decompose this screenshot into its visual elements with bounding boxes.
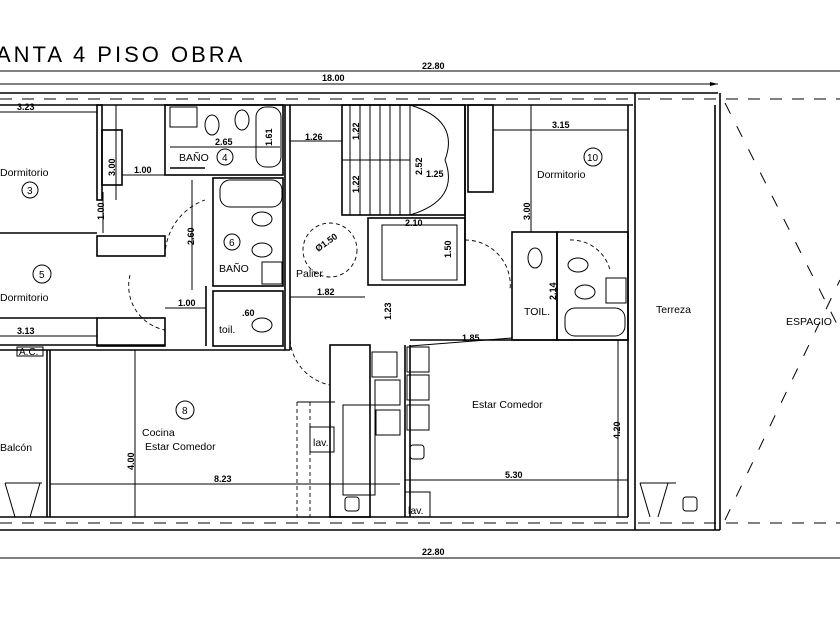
dim-3-00-left: 3.00 (107, 158, 117, 176)
plan-title: ANTA 4 PISO OBRA (0, 42, 245, 67)
room-terraza-label: Terreza (656, 304, 691, 316)
room-cocina-estar-label: Estar Comedor (145, 441, 216, 453)
room-balcon-label: Balcón (0, 442, 32, 454)
dim-3-23: 3.23 (17, 102, 35, 112)
dim-1-00-b: 1.00 (96, 202, 106, 220)
overall-dimensions: 22.80 18.00 22.80 (0, 61, 840, 559)
dim-2-65: 2.65 (215, 137, 233, 147)
room-toil-left-label: toil. (219, 324, 235, 336)
sink-icon (406, 374, 430, 401)
lav-left-label: lav. (313, 437, 329, 449)
sink-icon (374, 379, 401, 406)
turning-circle (302, 222, 358, 278)
room-estar-right-label: Estar Comedor (472, 399, 543, 411)
room-palier-label: Palier (296, 268, 323, 280)
sink-icon (261, 261, 283, 285)
toilet-icon (527, 247, 543, 269)
interior-walls (0, 102, 840, 521)
lav-right-label: lav. (408, 505, 424, 517)
room-cocina-label: Cocina (142, 427, 175, 439)
dimension-annotations: 3.23 3.13 2.65 1.61 3.00 1.00 1.00 2.60 … (0, 102, 628, 517)
fridge-icon (406, 346, 430, 373)
dim-building: 18.00 (322, 73, 345, 83)
dim-1-00-c: 1.00 (178, 298, 196, 308)
dim-1-26: 1.26 (305, 132, 323, 142)
dim-0-60: .60 (242, 308, 255, 318)
room-dorm3-label: Dormitorio (0, 167, 49, 179)
room-dorm10-number: 10 (587, 153, 599, 164)
dim-1-50: 1.50 (443, 240, 453, 258)
heater-icon (682, 496, 698, 512)
toilet-icon (251, 211, 273, 227)
room-dorm3-number: 3 (27, 186, 33, 197)
dim-1-25: 1.25 (426, 169, 444, 179)
dim-1-61: 1.61 (264, 128, 274, 146)
dim-2-60: 2.60 (186, 227, 196, 245)
room-dorm5-number: 5 (39, 270, 45, 281)
bidet-icon (234, 109, 250, 131)
room-bano4-number: 4 (222, 153, 228, 164)
dim-4-00: 4.00 (126, 452, 136, 470)
sink-icon (605, 277, 627, 304)
stove-icon (406, 404, 430, 431)
toilet-icon (204, 114, 220, 136)
dim-2-52: 2.52 (414, 157, 424, 175)
dim-1-22-a: 1.22 (351, 122, 361, 140)
sink-icon (169, 106, 198, 128)
stair-steps (342, 104, 449, 216)
dim-2-14: 2.14 (548, 282, 558, 300)
dim-1-85: 1.85 (462, 333, 480, 343)
fixtures (16, 106, 698, 518)
toilet-icon (574, 284, 596, 300)
room-bano6-label: BAÑO (219, 262, 249, 275)
room-toil-right-label: TOIL. (524, 306, 550, 318)
stove-icon (375, 409, 401, 436)
dim-3-15: 3.15 (552, 120, 570, 130)
heater-icon (409, 444, 425, 460)
dim-3-13: 3.13 (17, 326, 35, 336)
bathtub-icon (564, 307, 626, 337)
dim-total-bottom: 22.80 (422, 547, 445, 557)
heater-icon (344, 496, 360, 512)
bathtub-icon (219, 179, 283, 208)
dim-4-20: 4.20 (612, 421, 622, 439)
dim-1-23: 1.23 (383, 302, 393, 320)
bidet-icon (251, 242, 273, 258)
room-dorm10-label: Dormitorio (537, 169, 586, 181)
bathtub-icon (255, 106, 282, 168)
room-dorm5-label: Dormitorio (0, 292, 49, 304)
dim-8-23: 8.23 (214, 474, 232, 484)
outer-walls (0, 92, 840, 531)
dim-1-22-b: 1.22 (351, 175, 361, 193)
toilet-icon (251, 317, 273, 333)
fridge-icon (371, 351, 398, 378)
dim-2-10: 2.10 (405, 218, 423, 228)
bidet-icon (567, 257, 589, 273)
dim-3-00-right: 3.00 (522, 202, 532, 220)
room-bano4-label: BAÑO (179, 151, 209, 164)
dim-phi-1-50: Ø1.50 (313, 231, 339, 253)
dim-5-30: 5.30 (505, 470, 523, 480)
room-labels: Dormitorio 3 BAÑO 4 5 Dormitorio 6 BAÑO … (0, 147, 832, 517)
dim-total-top: 22.80 (422, 61, 445, 71)
room-cocina-number: 8 (182, 406, 188, 417)
dim-1-82: 1.82 (317, 287, 335, 297)
dim-1-00-a: 1.00 (134, 165, 152, 175)
room-bano6-number: 6 (229, 238, 235, 249)
ac-label: A.C. (19, 347, 38, 358)
room-espacio-label: ESPACIO (786, 316, 832, 328)
